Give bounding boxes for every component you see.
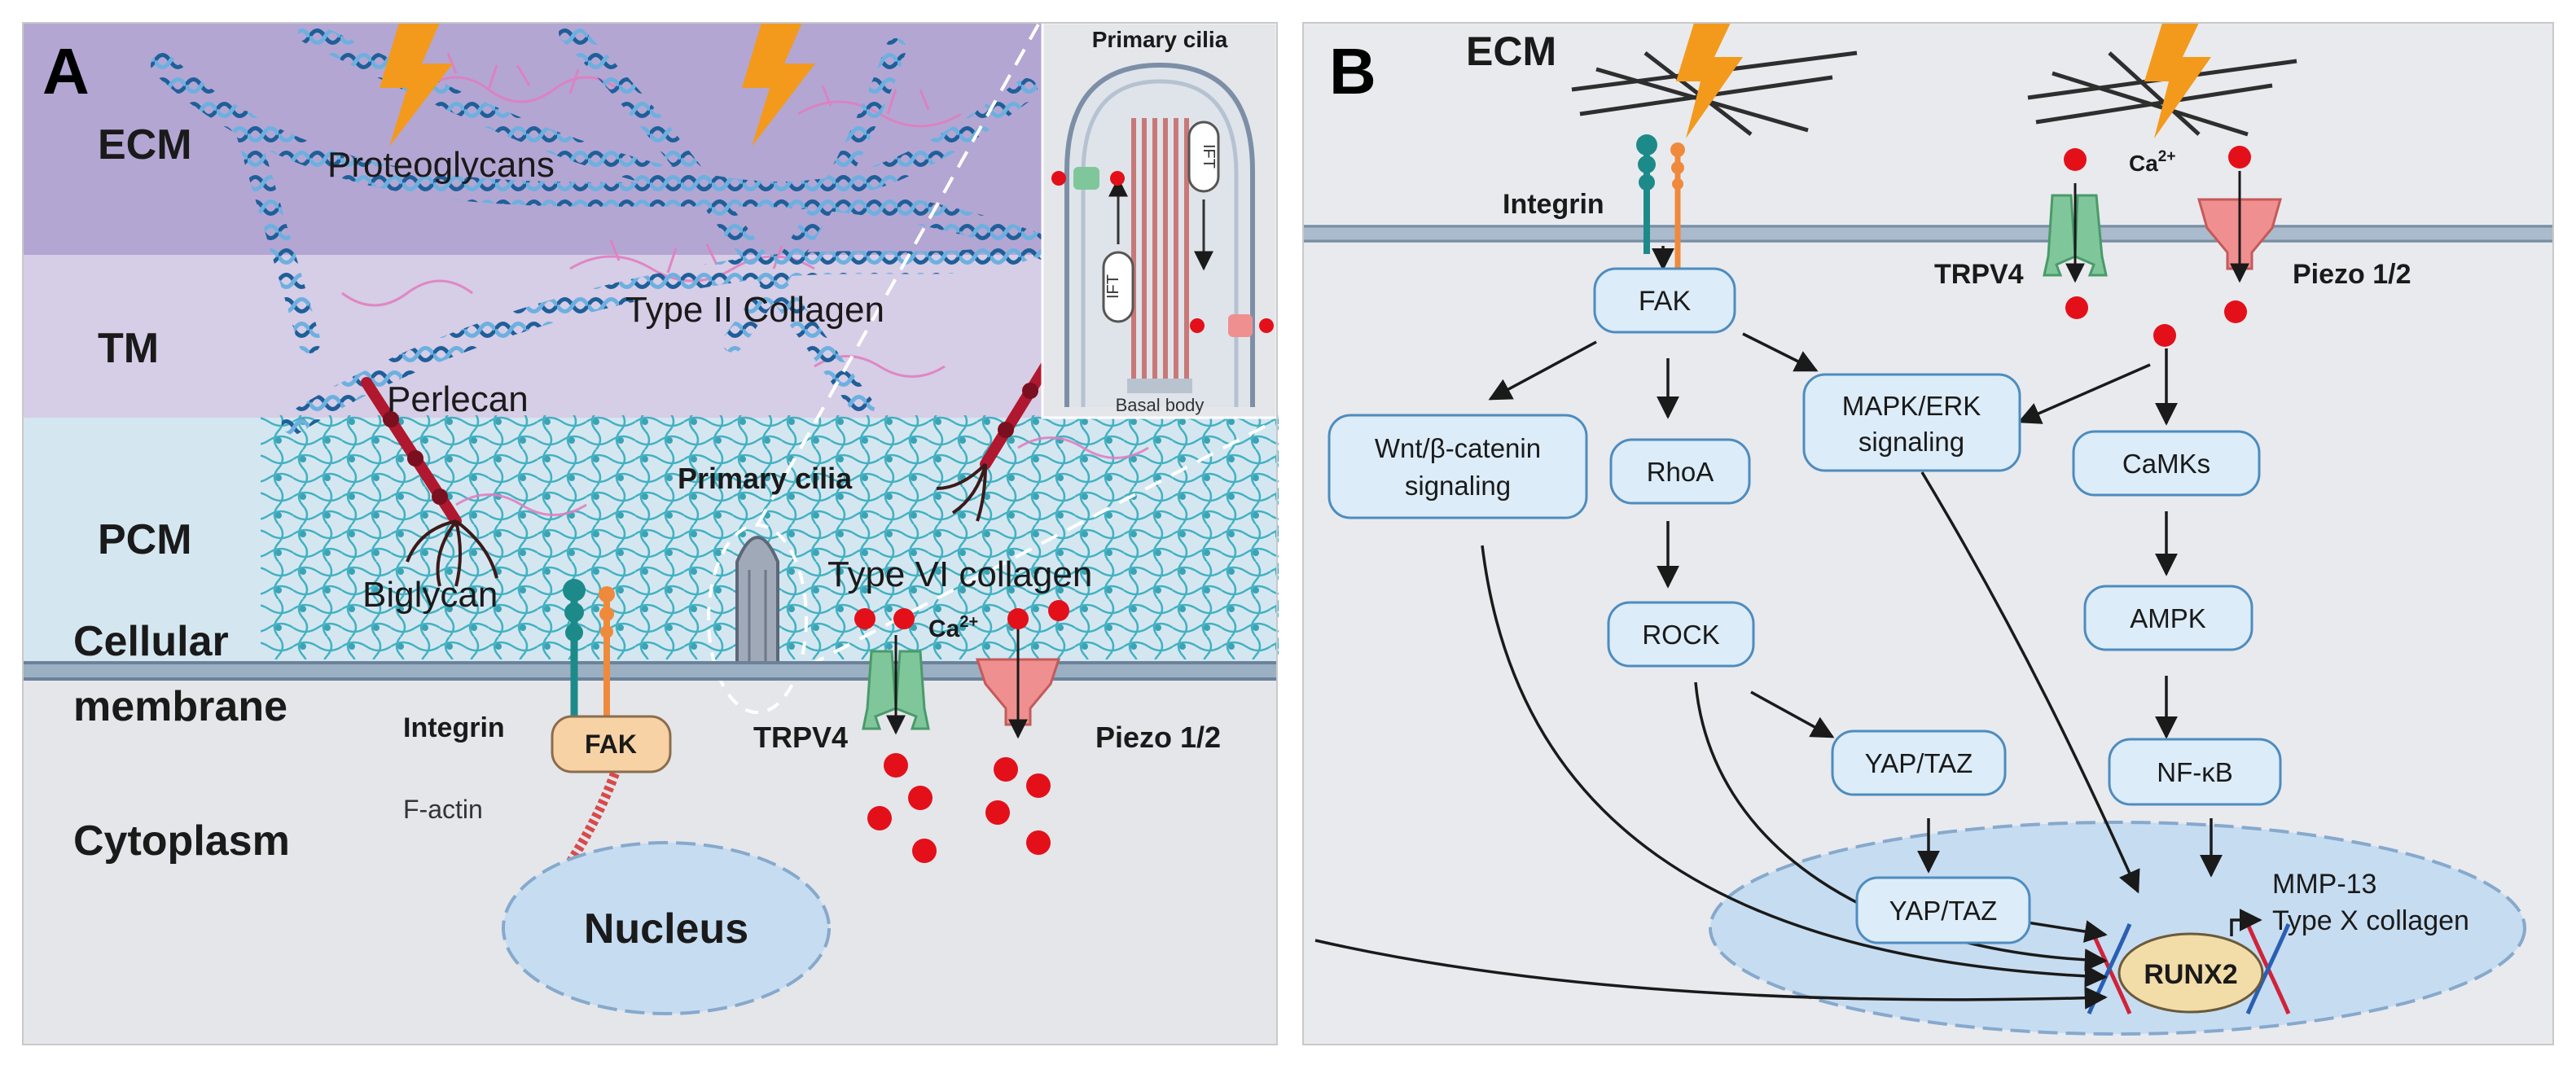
panel-b-frame [1302, 22, 2554, 1045]
label-ecm-b: ECM [1466, 28, 1556, 74]
ift-top: IFT [1200, 144, 1218, 169]
svg-text:signaling: signaling [1405, 471, 1511, 501]
perlecan-molecule-right [936, 353, 1056, 522]
svg-text:AMPK: AMPK [2130, 603, 2206, 633]
svg-text:CaMKs: CaMKs [2122, 449, 2210, 479]
trpv4-channel-b [2043, 183, 2108, 283]
mapk-node: MAPK/ERK signaling [1802, 373, 2021, 472]
integrin-receptor [563, 579, 615, 725]
panel-b: FAK Wnt/β-catenin signaling RhoA MAPK/ER… [1303, 23, 2553, 1045]
wnt-node: Wnt/β-catenin signaling [1327, 414, 1588, 519]
cellular-membrane [23, 661, 1277, 681]
layer-membrane-line1: Cellular [73, 618, 229, 665]
label-integrin: Integrin [403, 712, 505, 743]
fak-node-b: FAK [1593, 267, 1736, 334]
label-piezo-b: Piezo 1/2 [2293, 259, 2411, 290]
camks-node: CaMKs [2072, 430, 2261, 497]
ift-bottom: IFT [1104, 274, 1122, 299]
label-trpv4: TRPV4 [753, 721, 848, 754]
integrin-receptor-b [1636, 134, 1685, 269]
layer-pcm: PCM [98, 516, 192, 563]
nucleus [502, 841, 831, 1015]
svg-text:FAK: FAK [585, 729, 637, 759]
label-trpv4-b: TRPV4 [1934, 259, 2024, 290]
label-type-ii-collagen: Type II Collagen [625, 290, 884, 330]
svg-text:RUNX2: RUNX2 [2144, 959, 2237, 990]
mechanical-load-icon-b [1676, 23, 2211, 138]
inset-title: Primary cilia [1092, 27, 1228, 52]
primary-cilia-inset: Primary cilia IFT IFT B [1041, 21, 1279, 419]
cell-membrane-b [1303, 225, 2553, 243]
layer-membrane-line2: membrane [73, 683, 287, 730]
label-mmp13: MMP-13 [2272, 869, 2376, 900]
label-type-vi-collagen: Type VI collagen [827, 554, 1092, 594]
label-primary-cilia: Primary cilia [678, 462, 853, 495]
label-f-actin: F-actin [403, 795, 483, 824]
svg-text:MAPK/ERK: MAPK/ERK [1842, 391, 1981, 421]
nucleus-b [1709, 821, 2526, 1036]
panel-a: FAK [23, 21, 1279, 1045]
piezo-channel [975, 627, 1061, 739]
calcium-ions [854, 600, 1069, 863]
label-calcium: Ca2+ [928, 613, 978, 642]
nucleus-label: Nucleus [584, 905, 748, 953]
runx2-node: RUNX2 [2117, 932, 2264, 1014]
nfkb-node: NF-κB [2108, 738, 2282, 806]
layer-cytoplasm: Cytoplasm [73, 817, 290, 865]
label-type-x-collagen: Type X collagen [2272, 905, 2469, 936]
yap-taz-node-cytoplasm: YAP/TAZ [1831, 729, 2007, 796]
svg-text:signaling: signaling [1858, 427, 1964, 457]
ecm-fiber-cross [1571, 50, 2297, 137]
label-biglycan: Biglycan [362, 575, 498, 615]
svg-text:YAP/TAZ: YAP/TAZ [1889, 896, 1998, 926]
svg-text:YAP/TAZ: YAP/TAZ [1865, 748, 1973, 778]
zoom-lines [756, 24, 1271, 681]
inset-basal-body: Basal body [1116, 395, 1205, 415]
rhoa-node: RhoA [1609, 438, 1751, 505]
label-calcium-b: Ca2+ [2129, 148, 2175, 176]
panel-b-label: B [1329, 35, 1376, 107]
yap-taz-node-nucleus: YAP/TAZ [1855, 876, 2031, 944]
axoneme [1131, 118, 1189, 383]
label-perlecan: Perlecan [387, 379, 529, 419]
layer-tm: TM [98, 325, 159, 372]
ampk-node: AMPK [2083, 585, 2253, 651]
fak-node: FAK [551, 715, 672, 773]
piezo-channel-b [2197, 171, 2282, 283]
panel-a-frame [22, 22, 1278, 1045]
svg-text:Wnt/β-catenin: Wnt/β-catenin [1375, 433, 1541, 463]
svg-text:FAK: FAK [1639, 286, 1692, 317]
panel-a-label: A [42, 35, 90, 107]
mechanical-load-icon [380, 23, 815, 147]
svg-text:ROCK: ROCK [1642, 620, 1719, 650]
primary-cilium [707, 524, 808, 714]
label-proteoglycans: Proteoglycans [327, 145, 555, 185]
rock-node: ROCK [1607, 601, 1755, 668]
calcium-ions-b [2064, 146, 2251, 347]
perlecan-molecule [361, 377, 498, 587]
svg-text:RhoA: RhoA [1647, 457, 1714, 487]
label-integrin-b: Integrin [1503, 189, 1604, 220]
pathway-arrows [1314, 246, 2262, 1010]
f-actin-strand [558, 771, 620, 878]
label-piezo: Piezo 1/2 [1095, 721, 1221, 754]
trpv4-channel [862, 635, 930, 735]
svg-text:NF-κB: NF-κB [2157, 757, 2233, 787]
layer-ecm: ECM [98, 121, 192, 169]
